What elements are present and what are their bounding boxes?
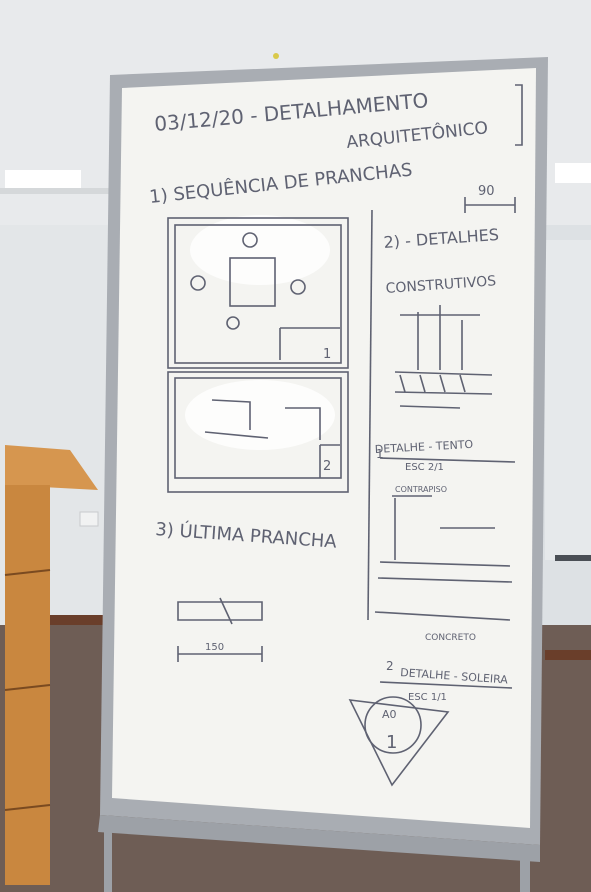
stand-right: [520, 855, 530, 892]
ceiling-light-left: [5, 170, 81, 188]
board-drawings: [167, 84, 523, 787]
concreto-label: CONCRETO: [425, 633, 476, 643]
lectern-top: [5, 445, 98, 490]
dimension-90: 90: [478, 184, 495, 199]
contrapiso-label: CONTRAPISO: [395, 485, 447, 494]
baseboard-right: [545, 650, 591, 660]
sheet-number-2: 2: [323, 459, 331, 474]
section-2-subtitle: CONSTRUTIVOS: [385, 273, 497, 297]
ceiling-edge: [0, 188, 110, 194]
marker-bottom: 1: [386, 732, 397, 753]
stand-left: [104, 830, 112, 892]
dimension-150: 150: [205, 642, 224, 653]
marker-top: A0: [382, 708, 397, 721]
baseboard-left: [40, 615, 110, 625]
pin: [273, 53, 279, 59]
board-text: 03/12/20 - DETALHAMENTO ARQUITETÔNICO 1)…: [148, 88, 508, 753]
right-wall: [545, 240, 591, 560]
wall-switch: [79, 511, 99, 527]
detail-2-scale: ESC 1/1: [408, 692, 447, 703]
right-wall-trim: [555, 555, 591, 561]
detail-1-scale: ESC 2/1: [405, 462, 444, 473]
detail-2-number: 2: [386, 659, 394, 673]
detail-1-label: DETALHE - TENTO: [374, 438, 473, 456]
board-tray: [98, 815, 540, 862]
sheet-number-1: 1: [323, 347, 331, 362]
ceiling-light-right: [555, 163, 591, 183]
detail-1-number: 1: [376, 447, 384, 461]
